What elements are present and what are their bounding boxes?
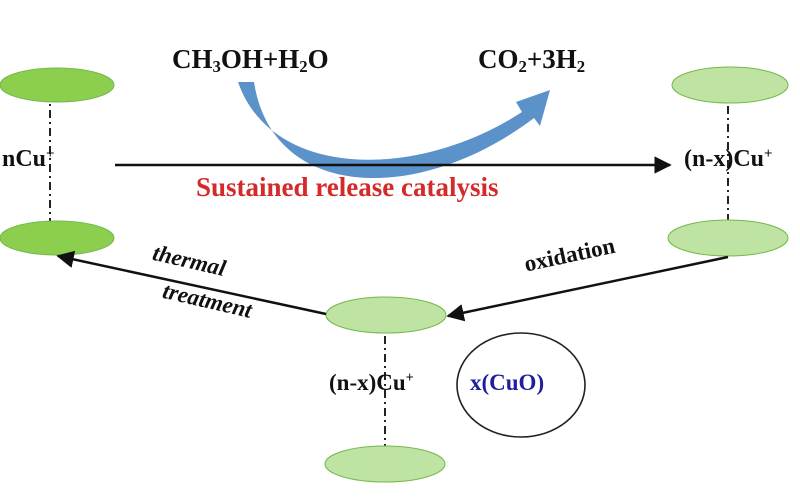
left-top-disc bbox=[0, 67, 115, 103]
state-charge: + bbox=[46, 145, 55, 162]
state-charge: + bbox=[405, 370, 414, 387]
reactants-part: OH+H bbox=[220, 44, 300, 74]
curved-reaction-arrow bbox=[238, 82, 550, 179]
cuo-label: x(CuO) bbox=[470, 370, 545, 395]
right-bottom-disc bbox=[667, 219, 789, 257]
bottom-top-disc bbox=[325, 296, 447, 334]
reactants-sub: 2 bbox=[299, 57, 308, 77]
left-state-label: nCu+ bbox=[2, 146, 55, 173]
reactants-part: O bbox=[307, 44, 329, 74]
products-sub: 2 bbox=[518, 57, 527, 77]
cuo-circle bbox=[456, 332, 586, 438]
reactants-part: CH bbox=[172, 44, 213, 74]
products-formula: CO2+3H2 bbox=[478, 44, 585, 75]
bottom-bottom-disc bbox=[324, 445, 446, 483]
reactants-sub: 3 bbox=[212, 57, 221, 77]
reactants-formula: CH3OH+H2O bbox=[172, 44, 329, 75]
state-base: (n-x)Cu bbox=[329, 370, 406, 395]
state-charge: + bbox=[764, 145, 773, 162]
process-label: Sustained release catalysis bbox=[196, 172, 499, 202]
left-bottom-disc bbox=[0, 220, 115, 256]
thermal-treatment-arrow bbox=[56, 250, 327, 316]
bottom-state-label: (n-x)Cu+ bbox=[329, 370, 414, 396]
right-state-label: (n-x)Cu+ bbox=[684, 146, 773, 173]
state-base: nCu bbox=[2, 146, 47, 172]
oxidation-arrow bbox=[446, 255, 729, 322]
state-base: (n-x)Cu bbox=[684, 146, 765, 172]
products-part: CO bbox=[478, 44, 519, 74]
products-part: +3H bbox=[526, 44, 577, 74]
products-sub: 2 bbox=[576, 57, 586, 77]
right-top-disc bbox=[671, 66, 789, 104]
